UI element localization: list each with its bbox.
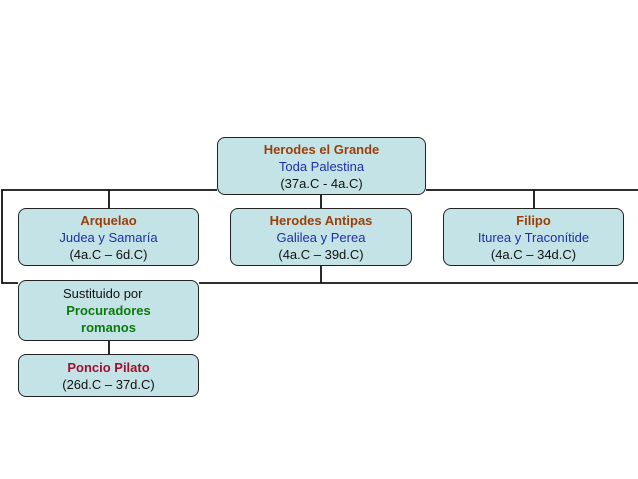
herodes-region: Toda Palestina — [278, 158, 365, 174]
filipo-dates: (4a.C – 34d.C) — [490, 246, 577, 262]
herodes-name: Herodes el Grande — [263, 141, 380, 157]
replacement-line-3: romanos — [81, 320, 136, 335]
right-bracket-connector — [426, 189, 535, 208]
filipo-region: Iturea y Traconítide — [477, 229, 590, 245]
arquelao-name: Arquelao — [80, 212, 137, 228]
pilato-dates: (26d.C – 37d.C) — [62, 376, 155, 392]
node-herodes-el-grande: Herodes el Grande Toda Palestina (37a.C … — [217, 137, 426, 195]
arquelao-region: Judea y Samaría — [59, 229, 158, 245]
node-herodes-antipas: Herodes Antipas Galilea y Perea (4a.C – … — [230, 208, 412, 266]
herodes-dates: (37a.C - 4a.C) — [280, 175, 363, 191]
antipas-name: Herodes Antipas — [269, 212, 373, 228]
node-poncio-pilato: Poncio Pilato (26d.C – 37d.C) — [18, 354, 199, 397]
pilato-name: Poncio Pilato — [67, 359, 150, 375]
node-filipo: Filipo Iturea y Traconítide (4a.C – 34d.… — [443, 208, 624, 266]
arquelao-dates: (4a.C – 6d.C) — [69, 246, 148, 262]
replacement-line-2: Procuradores — [66, 303, 151, 318]
node-procuradores-romanos: Sustituido por Procuradores romanos — [18, 280, 199, 341]
filipo-name: Filipo — [516, 212, 551, 228]
antipas-dates: (4a.C – 39d.C) — [278, 246, 364, 262]
node-arquelao: Arquelao Judea y Samaría (4a.C – 6d.C) — [18, 208, 199, 266]
antipas-region: Galilea y Perea — [276, 229, 366, 245]
replacement-line-1: Sustituido por — [63, 286, 143, 301]
